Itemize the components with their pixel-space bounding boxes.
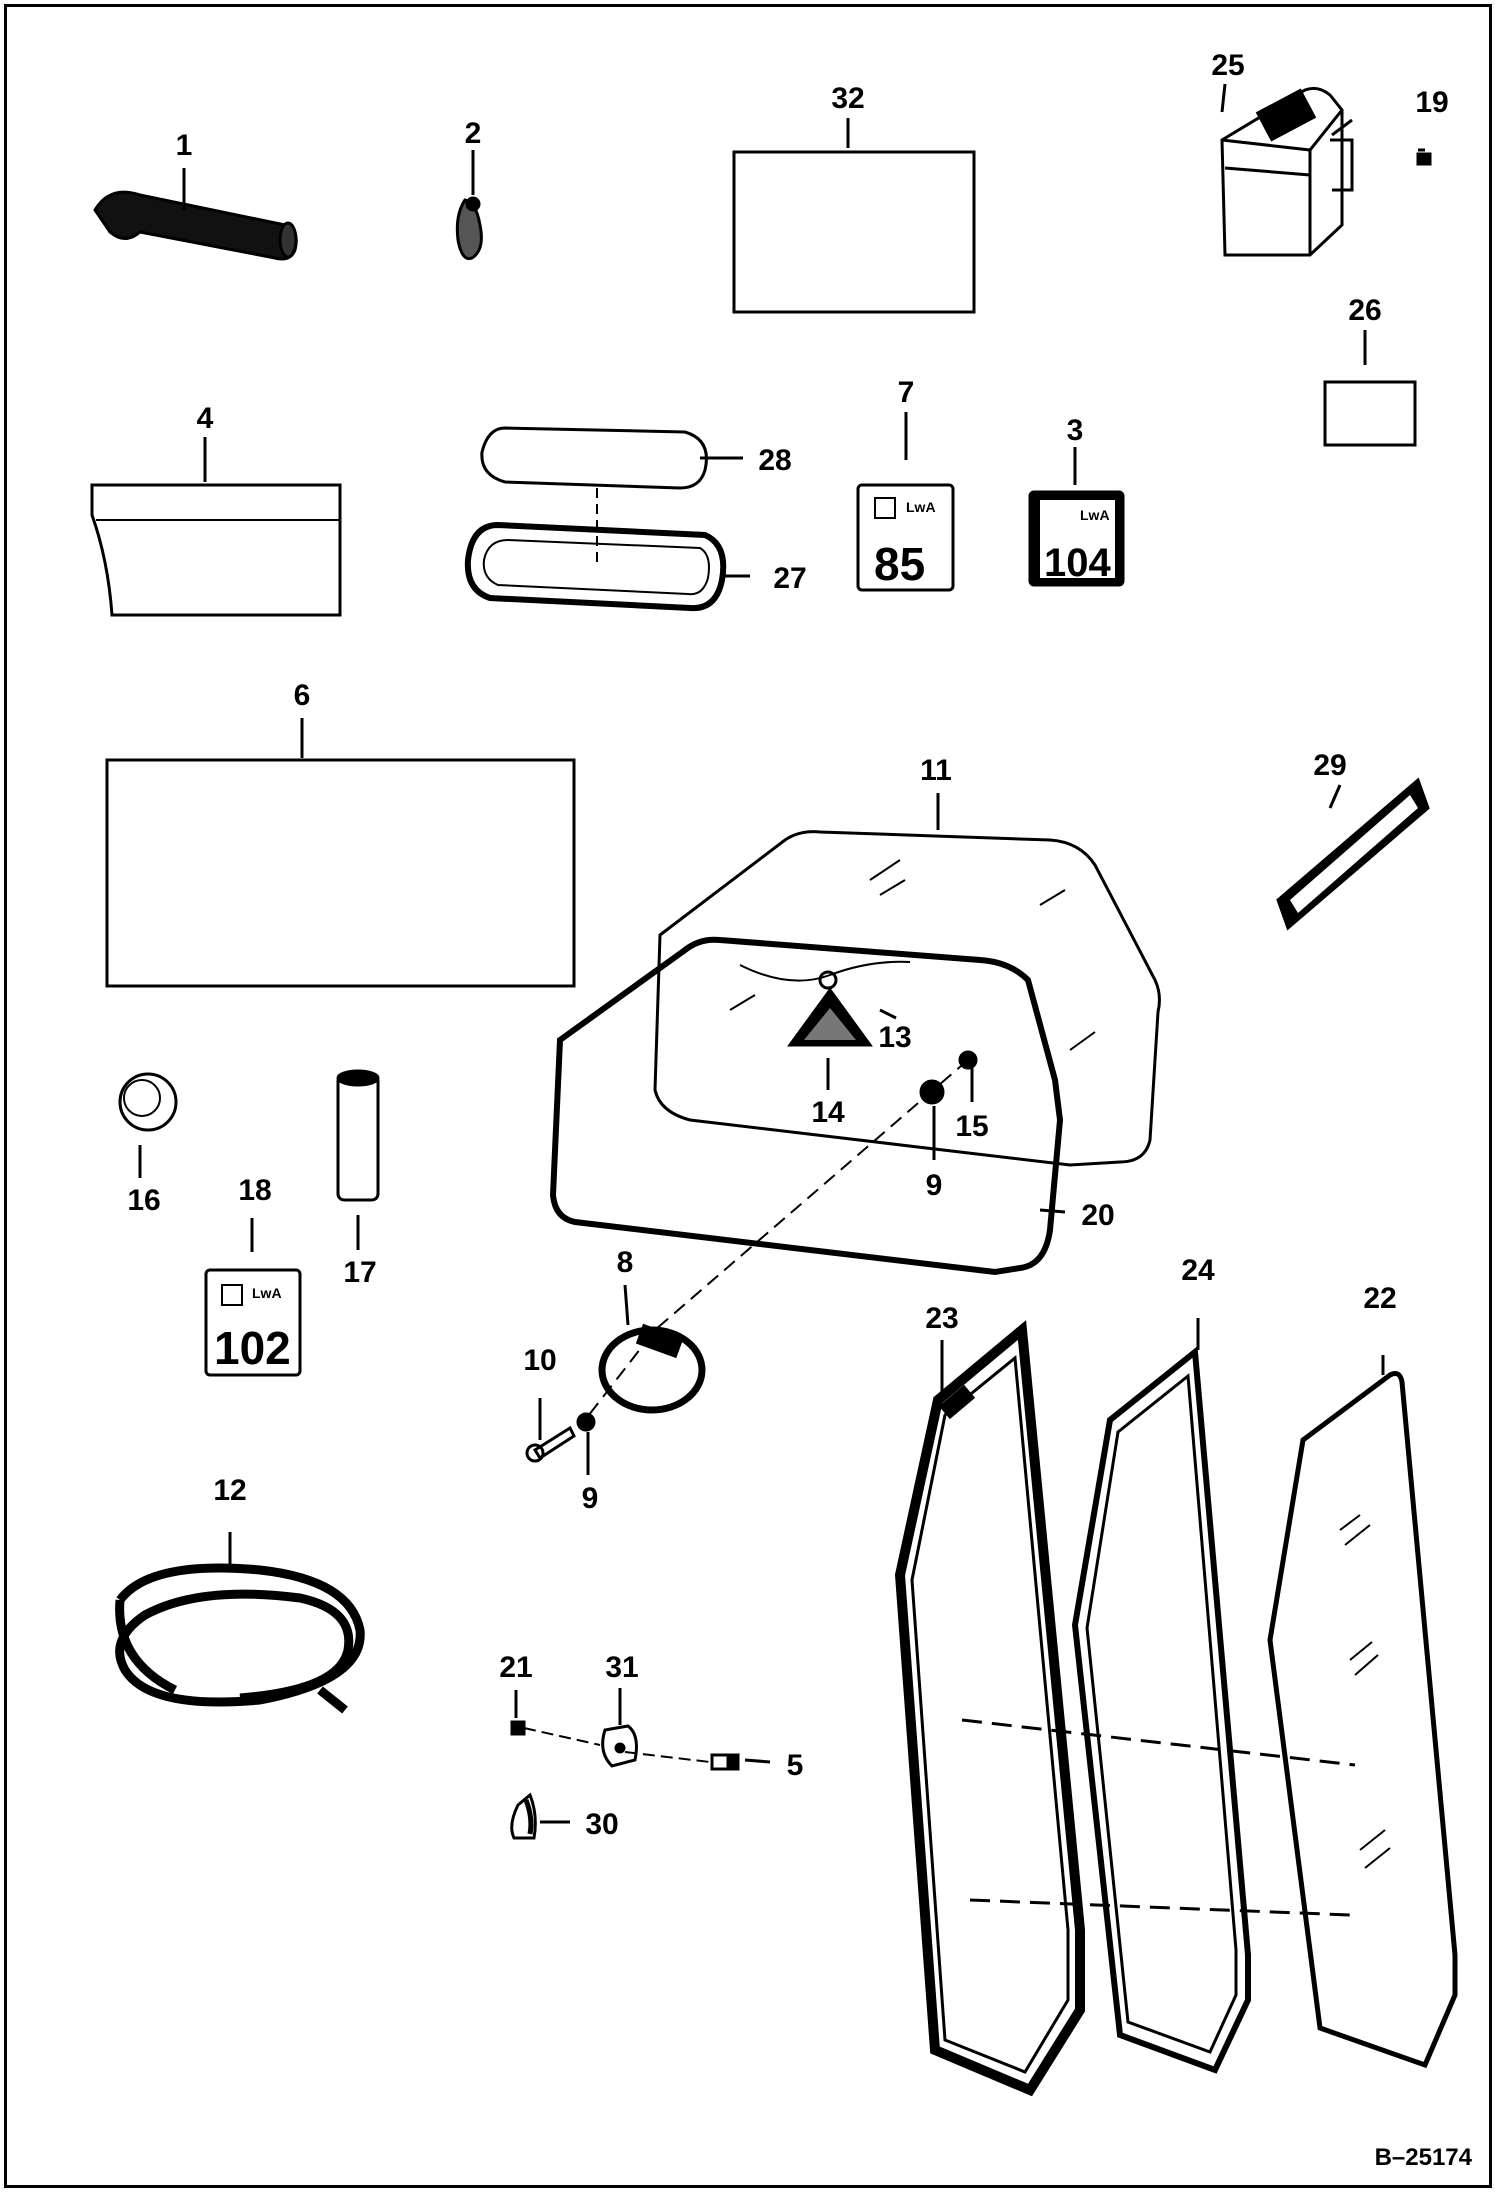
callout-32: 32: [831, 82, 864, 115]
part-28-gasket: [480, 426, 708, 490]
callout-11: 11: [920, 754, 952, 787]
callout-26: 26: [1348, 294, 1381, 327]
part-26-decal: [1323, 380, 1417, 447]
part-27-seal-frame: [464, 521, 727, 612]
part-22-door-glass: [1267, 1371, 1458, 2069]
leader-lines: [138, 83, 1425, 1824]
callout-labels: 1 2 3 4 5 6 7 8 9 9 10 11 12 13 14 15 16…: [127, 49, 1448, 1841]
part-20-window-seal: [549, 936, 1064, 1276]
part-12-rubber-strip: [115, 1563, 365, 1714]
decal-102: [204, 1268, 302, 1377]
decal-102-value: 102: [214, 1322, 291, 1374]
callout-18: 18: [238, 1174, 271, 1207]
part-30-latch-block: [510, 1792, 537, 1840]
decal-85-value: 85: [874, 538, 925, 590]
part-6-decal: [105, 758, 576, 988]
part-17-tube: [336, 1069, 380, 1202]
callout-8: 8: [617, 1246, 634, 1279]
part-24-door-frame: [1071, 1346, 1251, 2074]
reference-code: B–25174: [1375, 2144, 1473, 2171]
part-31-latch-plate: [601, 1724, 638, 1768]
part-29-plate: [1276, 777, 1430, 931]
part-5-screw: [710, 1753, 740, 1771]
part-10-bolt: [525, 1425, 576, 1463]
decal-85: [856, 483, 955, 592]
callout-20: 20: [1081, 1199, 1114, 1232]
part-9-washer-lower: [576, 1412, 596, 1432]
callout-6: 6: [294, 679, 311, 712]
part-32-decal: [732, 150, 976, 314]
callout-30: 30: [585, 1808, 618, 1841]
part-21-nut: [510, 1720, 526, 1736]
decal-85-unit: LwA: [906, 499, 936, 515]
callout-23: 23: [925, 1302, 958, 1335]
callout-28: 28: [758, 444, 791, 477]
callout-17: 17: [343, 1256, 376, 1289]
decal-104: [1028, 490, 1125, 587]
decal-104-unit: LwA: [1080, 507, 1110, 523]
callout-5: 5: [787, 1749, 804, 1782]
callout-21: 21: [499, 1651, 532, 1684]
callout-3: 3: [1067, 414, 1084, 447]
diagram-frame: [4, 4, 1492, 2188]
callout-19: 19: [1415, 86, 1448, 119]
part-23-door-seal: [894, 1320, 1085, 2097]
part-19-screw: [1416, 152, 1432, 166]
part-16-cap: [118, 1072, 178, 1132]
callout-4: 4: [197, 402, 214, 435]
part-25-container: [1220, 86, 1354, 257]
callout-7: 7: [898, 376, 915, 409]
callout-22: 22: [1363, 1282, 1396, 1315]
callout-16: 16: [127, 1184, 160, 1217]
callout-25: 25: [1211, 49, 1244, 82]
part-8-ring-clamp: [598, 1323, 706, 1414]
callout-31: 31: [605, 1651, 638, 1684]
callout-2: 2: [465, 117, 482, 150]
callout-9-lower: 9: [582, 1482, 599, 1515]
callout-14: 14: [811, 1096, 845, 1129]
callout-27: 27: [773, 562, 806, 595]
callout-10: 10: [523, 1344, 556, 1377]
part-11-window-glass: [653, 830, 1161, 1167]
part-14-warning-tag: [787, 987, 873, 1047]
callout-1: 1: [176, 129, 193, 162]
part-13-cable: [739, 960, 911, 990]
part-2-clamp: [455, 196, 483, 261]
callout-29: 29: [1313, 749, 1346, 782]
callout-24: 24: [1181, 1254, 1215, 1287]
callout-12: 12: [213, 1474, 246, 1507]
part-4-decal: [90, 483, 342, 617]
part-1-hose: [93, 190, 298, 261]
callout-9-upper: 9: [926, 1169, 943, 1202]
callout-13: 13: [878, 1021, 911, 1054]
decal-104-value: 104: [1044, 541, 1111, 585]
callout-15: 15: [955, 1110, 988, 1143]
decal-102-unit: LwA: [252, 1285, 282, 1301]
